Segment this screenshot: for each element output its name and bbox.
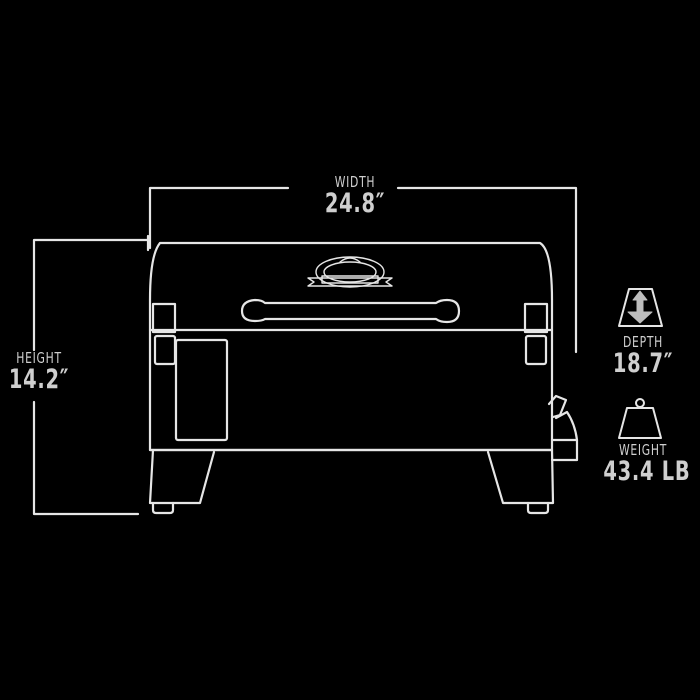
grill-body <box>148 328 554 452</box>
control-box <box>547 394 579 462</box>
left-leg <box>148 448 216 515</box>
depth-label-name: DEPTH <box>623 333 663 351</box>
width-value: 24.8″ <box>324 188 386 219</box>
pit-boss-logo-icon <box>307 256 393 288</box>
width-label-name: WIDTH <box>334 173 376 191</box>
hopper-door-panel <box>174 338 229 442</box>
height-label-name: HEIGHT <box>16 349 62 367</box>
depth-label: DEPTH 18.7″ <box>603 334 682 378</box>
depth-value: 18.7″ <box>612 348 674 379</box>
right-hinge <box>523 302 549 366</box>
left-hinge <box>151 302 177 366</box>
lid-handle <box>240 298 461 324</box>
weight-value: 43.4 LB <box>603 456 691 487</box>
weight-label-name: WEIGHT <box>618 441 668 459</box>
width-label: WIDTH 24.8″ <box>308 174 402 218</box>
height-label: HEIGHT 14.2″ <box>0 350 79 394</box>
weight-label: WEIGHT 43.4 LB <box>603 441 691 487</box>
right-leg <box>486 448 555 515</box>
height-dimension-line <box>32 234 150 516</box>
weight-icon <box>618 398 662 439</box>
width-dimension-line <box>148 186 578 354</box>
depth-arrow-icon <box>618 288 663 327</box>
height-value: 14.2″ <box>8 364 70 395</box>
